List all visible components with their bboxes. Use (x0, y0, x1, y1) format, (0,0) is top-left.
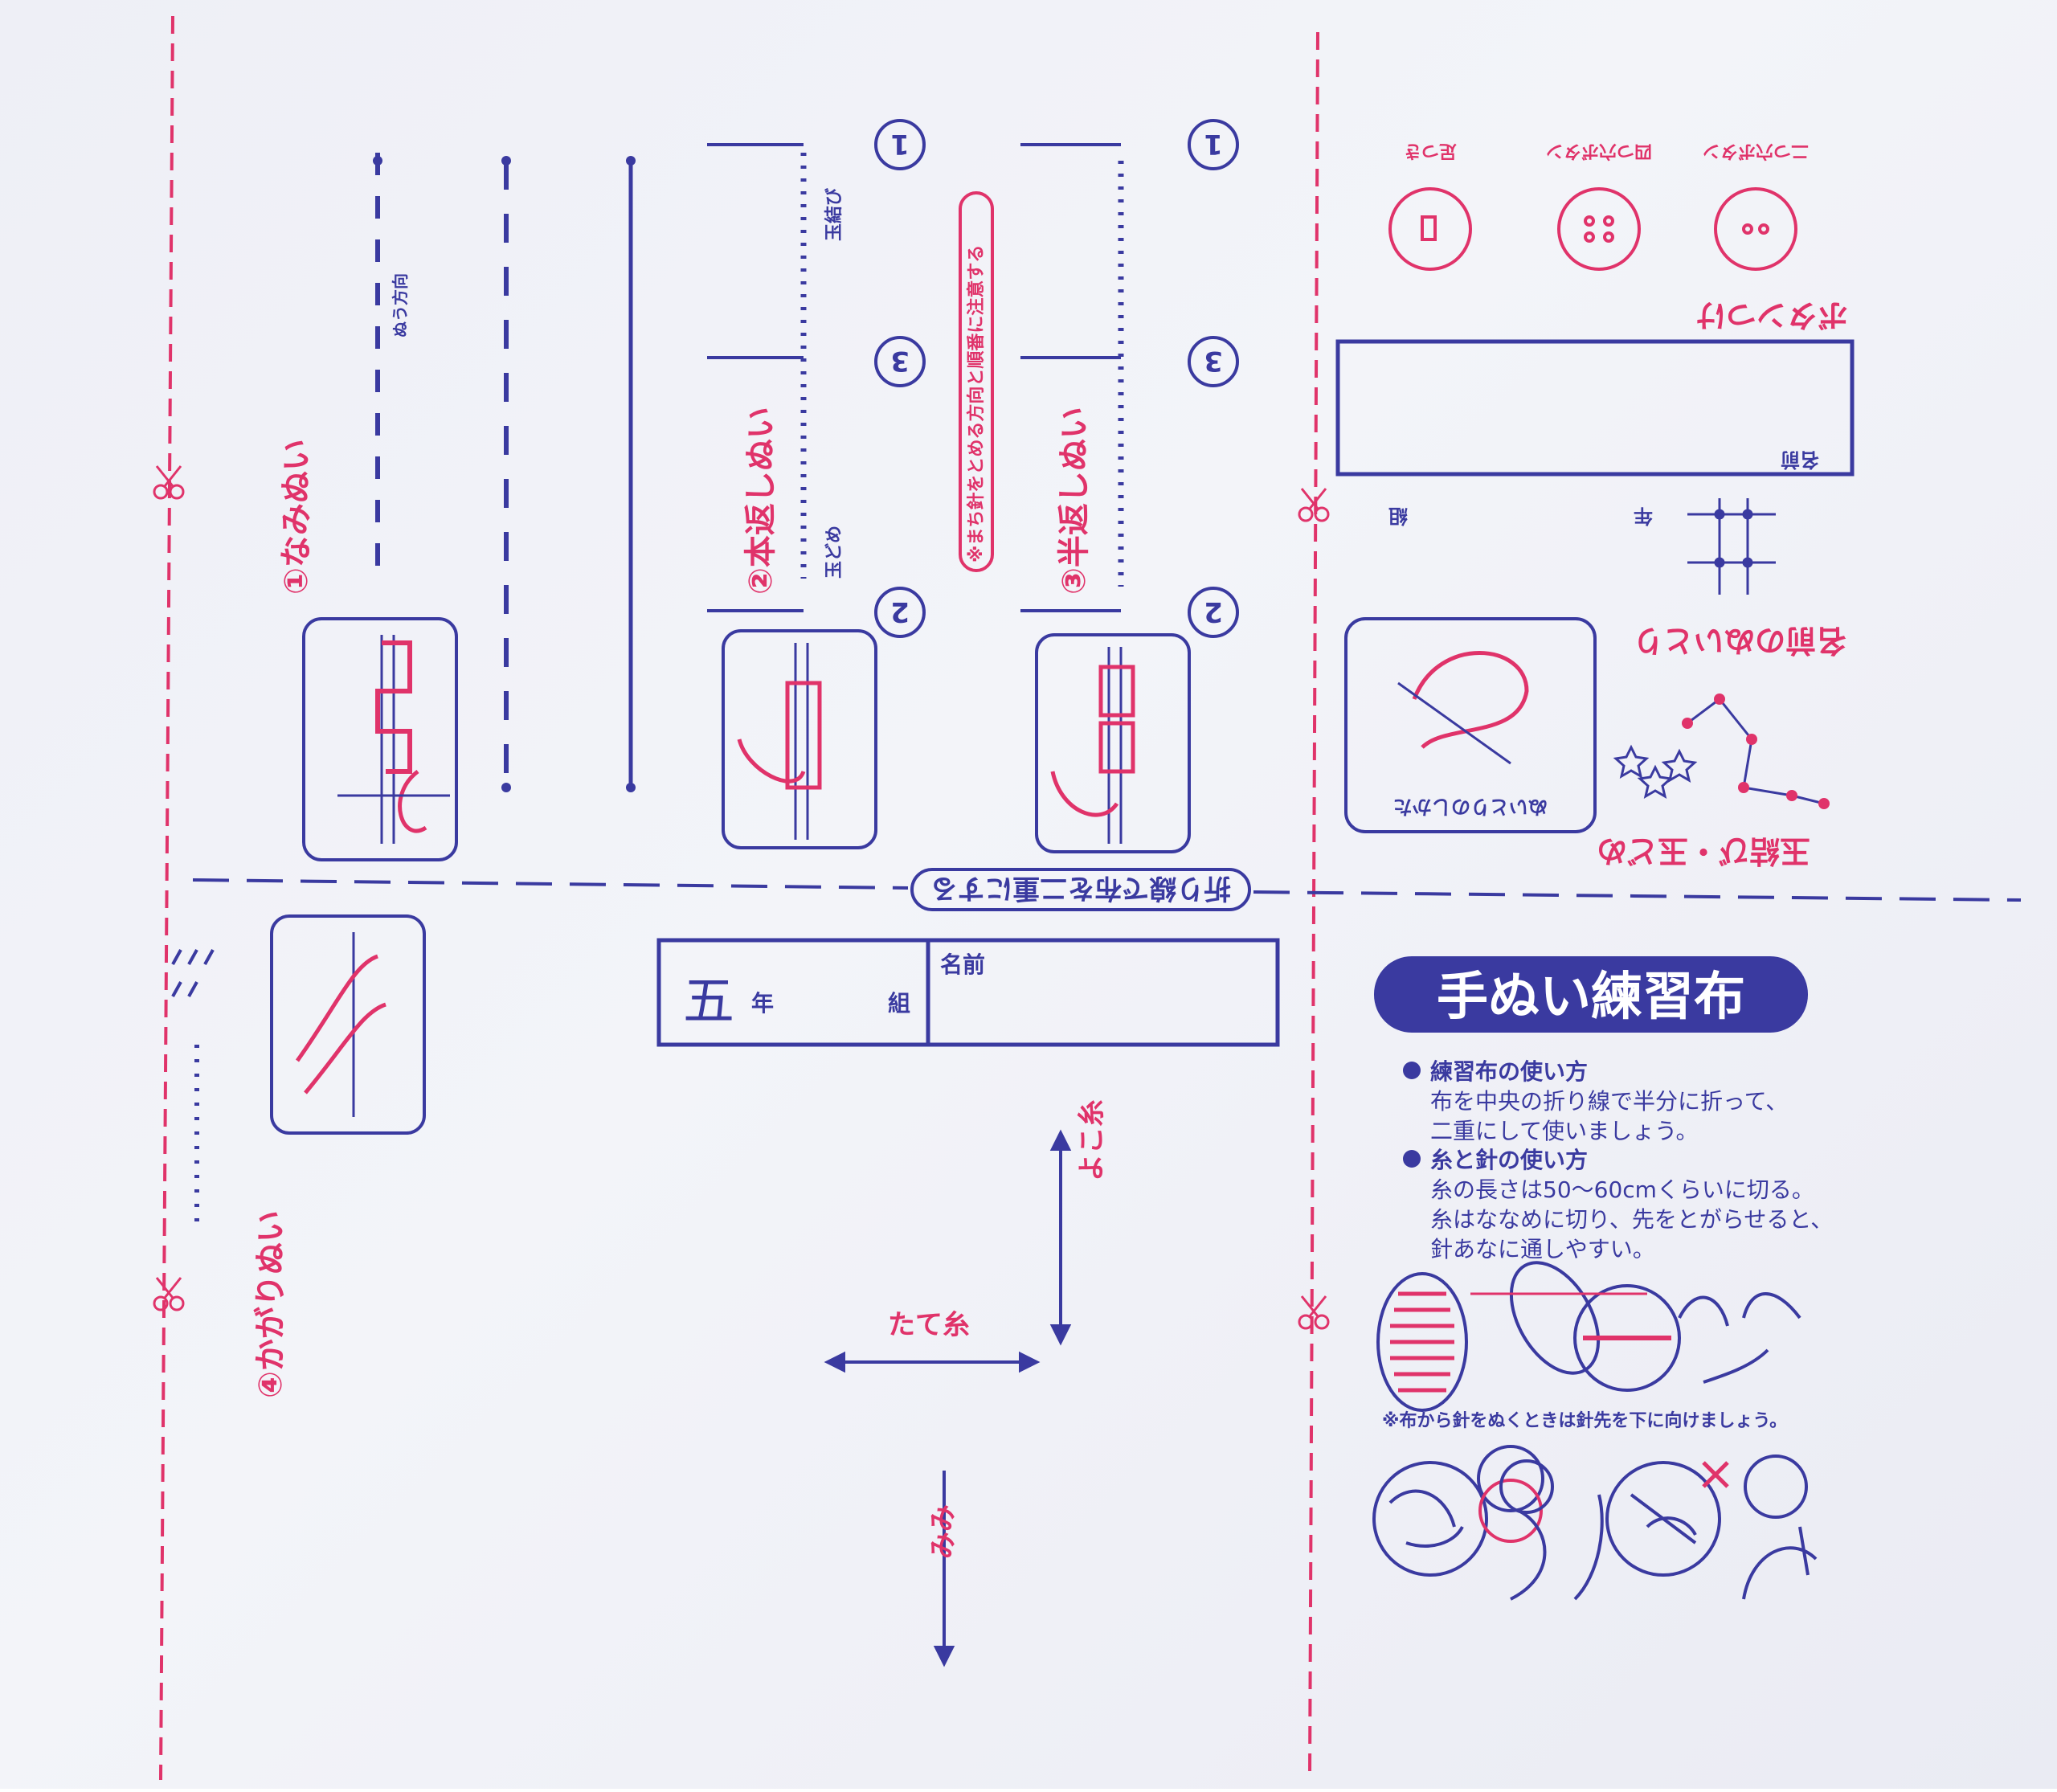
name-label: 名前 (940, 951, 985, 978)
fold-label: 折り線で布を二重にする (930, 872, 1231, 904)
upper-class-label: 組 (1388, 505, 1408, 527)
grade-value: 五 (683, 972, 734, 1032)
year-label: 年 (751, 990, 774, 1017)
class-label: 組 (888, 990, 910, 1017)
bullet-icon (1403, 1150, 1421, 1168)
stitch-4-label: ④かがりぬい (252, 1210, 289, 1398)
pin-number-1: 1 (890, 128, 910, 160)
title-banner (1374, 956, 1808, 1033)
upper-year-label: 年 (1634, 505, 1653, 527)
threading-heading: ぬいとりのしかた (1393, 796, 1548, 818)
ng-mark-icon (1702, 1461, 1729, 1488)
pin-number-2b: 2 (1204, 595, 1223, 628)
stitch-2-example (722, 629, 877, 849)
ok-mark-icon (1478, 1479, 1543, 1543)
mimi-label: みみ (927, 1504, 959, 1559)
cut-lines (159, 15, 1319, 1781)
overcast-guide (171, 914, 426, 1221)
thread-line-1: 糸の長さは50～60cmくらいに切る。 (1430, 1176, 1814, 1203)
stitch-1-example (302, 617, 458, 861)
stitch-2-label: ②本返しぬい (742, 407, 779, 595)
star-icon (1613, 744, 1698, 800)
stitch-3-example (1035, 633, 1191, 853)
thread-line-3: 針あなに通しやすい。 (1430, 1236, 1655, 1262)
pin-caution-box (959, 191, 994, 572)
tamadome-note: 玉どめ (824, 526, 844, 579)
pin-number-1b: 1 (1204, 128, 1223, 160)
grain-arrows (824, 1129, 1072, 1667)
button-c-label: 足つき (1404, 141, 1457, 161)
button-b-label: 四つ穴ボタン (1546, 141, 1652, 162)
pin-caution: ※まち針をとめる方向と順番に注意する (966, 245, 987, 563)
knot-dots (1682, 693, 1830, 809)
fold-line (192, 868, 2022, 911)
embroidery-heading: 名前のぬいとり (1633, 623, 1846, 658)
threading-diagram (1344, 617, 1597, 833)
pin-number-3b: 3 (1204, 345, 1223, 377)
stitch-1-label: ①なみぬい (278, 439, 315, 595)
knot-heading: 玉結び・玉どめ (1597, 833, 1810, 869)
pin-icon (707, 119, 1239, 638)
upper-name-box (1335, 339, 1855, 477)
page-title: 手ぬい練習布 (1437, 968, 1745, 1027)
name-box (656, 938, 1280, 1047)
stitch-3-label: ③半返しぬい (1056, 407, 1093, 595)
embroidery-grid (1687, 498, 1776, 595)
buttons-heading: ボタンつけ (1695, 297, 1848, 333)
tate-label: たて糸 (888, 1309, 970, 1341)
usage-line-1: 布を中央の折り線で半分に折って、 (1430, 1088, 1788, 1115)
pin-number-3: 3 (890, 345, 910, 377)
stitch-1-direction: ぬう方向 (391, 273, 410, 338)
button-a-label: 二つ穴ボタン (1703, 141, 1809, 162)
scissors-icon (153, 465, 1330, 1330)
needle-note: ※布から針をぬくときは針先を下に向けましょう。 (1382, 1410, 1787, 1431)
tamamusubi-note: 玉結び (824, 188, 844, 241)
thread-spool-illustration (1376, 1261, 1801, 1412)
upper-name-label: 名前 (1781, 448, 1819, 471)
bullet-icon (1403, 1062, 1421, 1079)
button-icon (1388, 187, 1797, 271)
thread-line-2: 糸はななめに切り、先をとがらせると、 (1430, 1206, 1833, 1233)
usage-line-2: 二重にして使いましょう。 (1430, 1118, 1698, 1144)
yoko-label: よこ糸 (1076, 1099, 1108, 1181)
needle-hand-illustration (1372, 1445, 1818, 1601)
pin-number-2: 2 (890, 595, 910, 628)
thread-heading: 糸と針の使い方 (1430, 1147, 1588, 1173)
running-stitch-guide (373, 153, 636, 792)
usage-heading: 練習布の使い方 (1430, 1058, 1588, 1085)
